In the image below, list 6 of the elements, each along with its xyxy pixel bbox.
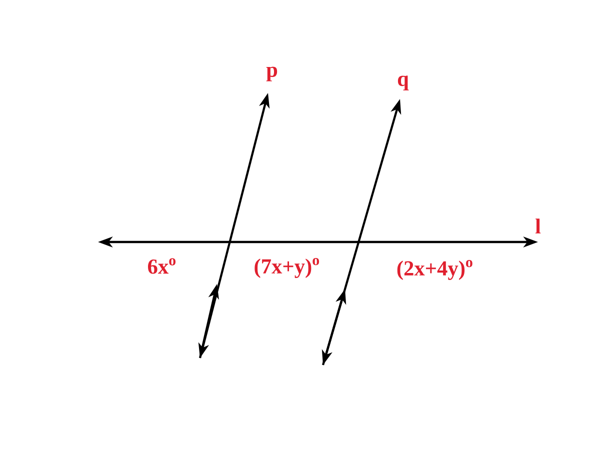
angle-label: (7x+y)$^{o}$ bbox=[254, 258, 320, 278]
line-label: l bbox=[535, 218, 541, 234]
line-label: q bbox=[398, 76, 409, 90]
line-label: p bbox=[266, 66, 278, 82]
angle-label: 6x$^{o}$ bbox=[148, 258, 176, 274]
angle-label: (2x+4y)$^{o}$ bbox=[397, 260, 472, 280]
